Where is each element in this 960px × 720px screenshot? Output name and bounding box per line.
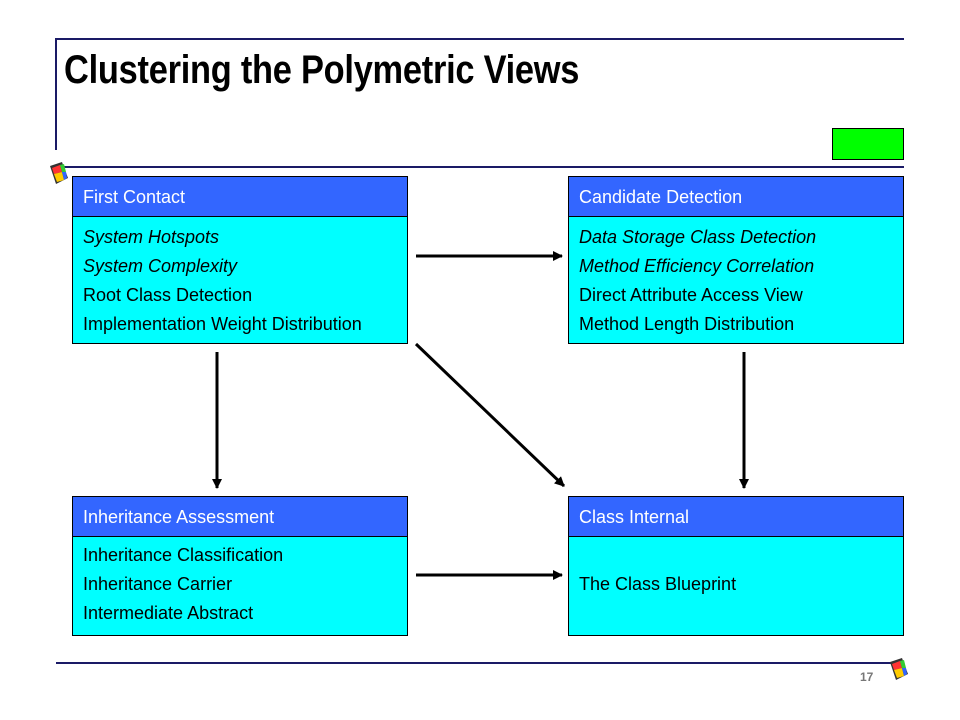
arrow-first-to-class-internal <box>414 342 566 488</box>
box-body: The Class Blueprint <box>569 537 903 599</box>
list-item: Inheritance Carrier <box>83 574 233 594</box>
box-body: Data Storage Class Detection Method Effi… <box>569 217 903 339</box>
box-class-internal: Class Internal The Class Blueprint <box>568 496 904 636</box>
list-item: System Complexity <box>83 256 238 276</box>
left-rule <box>55 38 57 150</box>
slide-title: Clustering the Polymetric Views <box>64 48 580 92</box>
page-number: 17 <box>860 670 874 684</box>
puzzle-logo-icon <box>888 656 910 682</box>
box-body: Inheritance Classification Inheritance C… <box>73 537 407 628</box>
list-item: System Hotspots <box>83 227 220 247</box>
list-item: Intermediate Abstract <box>83 603 254 623</box>
list-item: Implementation Weight Distribution <box>83 314 362 334</box>
footer-rule <box>56 662 904 664</box>
box-inheritance-assessment: Inheritance Assessment Inheritance Class… <box>72 496 408 636</box>
list-item: Data Storage Class Detection <box>579 227 817 247</box>
box-header: Inheritance Assessment <box>73 497 407 537</box>
box-header: Candidate Detection <box>569 177 903 217</box>
list-item: The Class Blueprint <box>579 574 737 594</box>
list-item: Inheritance Classification <box>83 545 284 565</box>
box-header: Class Internal <box>569 497 903 537</box>
green-accent-box <box>832 128 904 160</box>
top-rule <box>56 38 904 40</box>
box-body: System Hotspots System Complexity Root C… <box>73 217 407 339</box>
list-item: Direct Attribute Access View <box>579 285 803 305</box>
box-header: First Contact <box>73 177 407 217</box>
list-item: Method Length Distribution <box>579 314 795 334</box>
title-underline <box>56 166 904 168</box>
list-item: Method Efficiency Correlation <box>579 256 815 276</box>
list-item: Root Class Detection <box>83 285 253 305</box>
puzzle-logo-icon <box>48 160 70 186</box>
box-first-contact: First Contact System Hotspots System Com… <box>72 176 408 344</box>
box-candidate-detection: Candidate Detection Data Storage Class D… <box>568 176 904 344</box>
